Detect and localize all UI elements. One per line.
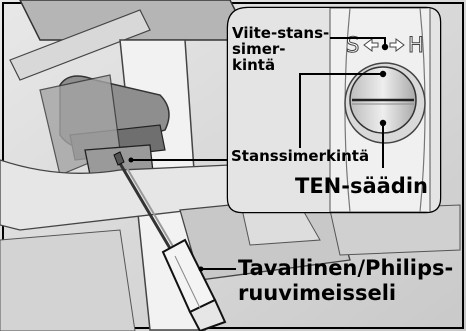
screwdriver-label-line1: Tavallinen/Philips-	[238, 257, 453, 279]
punch-mark-label: Stanssimerkintä	[231, 149, 369, 165]
dial-letter-s: S	[346, 33, 359, 57]
screwdriver-label-line2: ruuvimeisseli	[238, 282, 396, 304]
reference-mark-label: Viite-stans- simer- kintä	[232, 26, 329, 73]
dial-letter-h: H	[408, 33, 424, 57]
adjuster-label: TEN-säädin	[295, 175, 428, 197]
